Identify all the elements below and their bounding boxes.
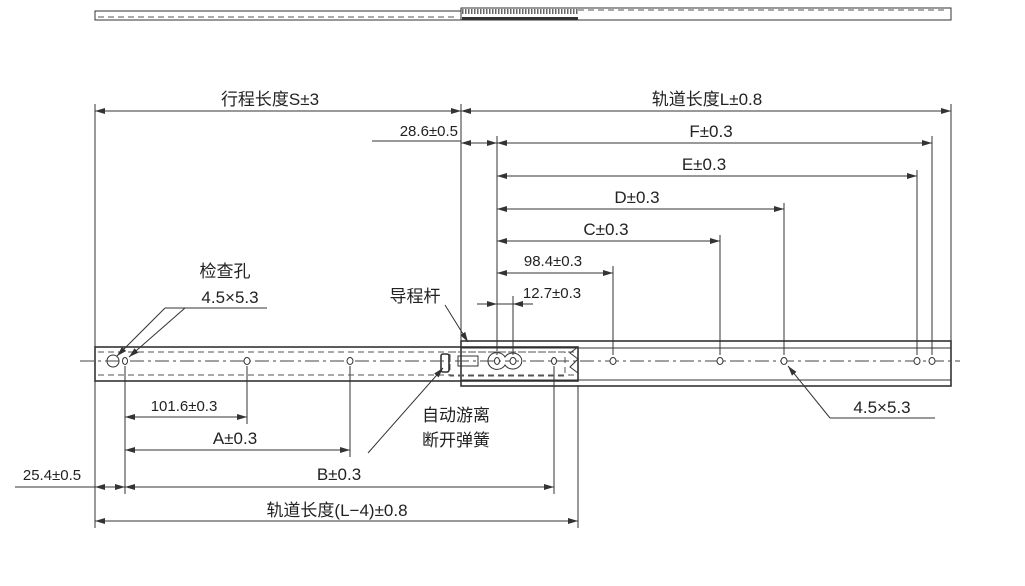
inspection-hole-label: 检查孔 bbox=[200, 262, 251, 281]
top-view bbox=[94, 7, 952, 21]
release-label-line2: 断开弹簧 bbox=[422, 431, 490, 450]
inspection-hole-icon bbox=[106, 354, 120, 368]
dim-E-label: E±0.3 bbox=[682, 155, 726, 174]
lead-rod-label: 导程杆 bbox=[390, 287, 441, 306]
hole-size-right-label: 4.5×5.3 bbox=[853, 398, 910, 417]
dim-101-6-label: 101.6±0.3 bbox=[151, 398, 218, 415]
stroke-length-label: 行程长度S±3 bbox=[221, 90, 319, 109]
dim-F-label: F±0.3 bbox=[689, 122, 732, 141]
release-label-line1: 自动游离 bbox=[422, 406, 490, 425]
extension-lines bbox=[94, 104, 952, 528]
leader-lines bbox=[116, 304, 935, 454]
dim-C-label: C±0.3 bbox=[583, 220, 628, 239]
rail-length-minus4-label: 轨道长度(L−4)±0.8 bbox=[266, 501, 407, 520]
inspection-hole-size-label: 4.5×5.3 bbox=[201, 288, 258, 307]
dim-12-7-label: 12.7±0.3 bbox=[523, 285, 581, 302]
dim-B-label: B±0.3 bbox=[317, 465, 361, 484]
dim-25-4-label: 25.4±0.5 bbox=[23, 467, 81, 484]
rail-length-label: 轨道长度L±0.8 bbox=[652, 90, 762, 109]
dim-A-label: A±0.3 bbox=[213, 429, 257, 448]
dim-98-4-label: 98.4±0.3 bbox=[524, 253, 582, 270]
dimension-lines bbox=[15, 108, 951, 524]
rail-side-view bbox=[80, 340, 960, 387]
dim-D-label: D±0.3 bbox=[614, 188, 659, 207]
offset-28-6-label: 28.6±0.5 bbox=[400, 123, 458, 140]
